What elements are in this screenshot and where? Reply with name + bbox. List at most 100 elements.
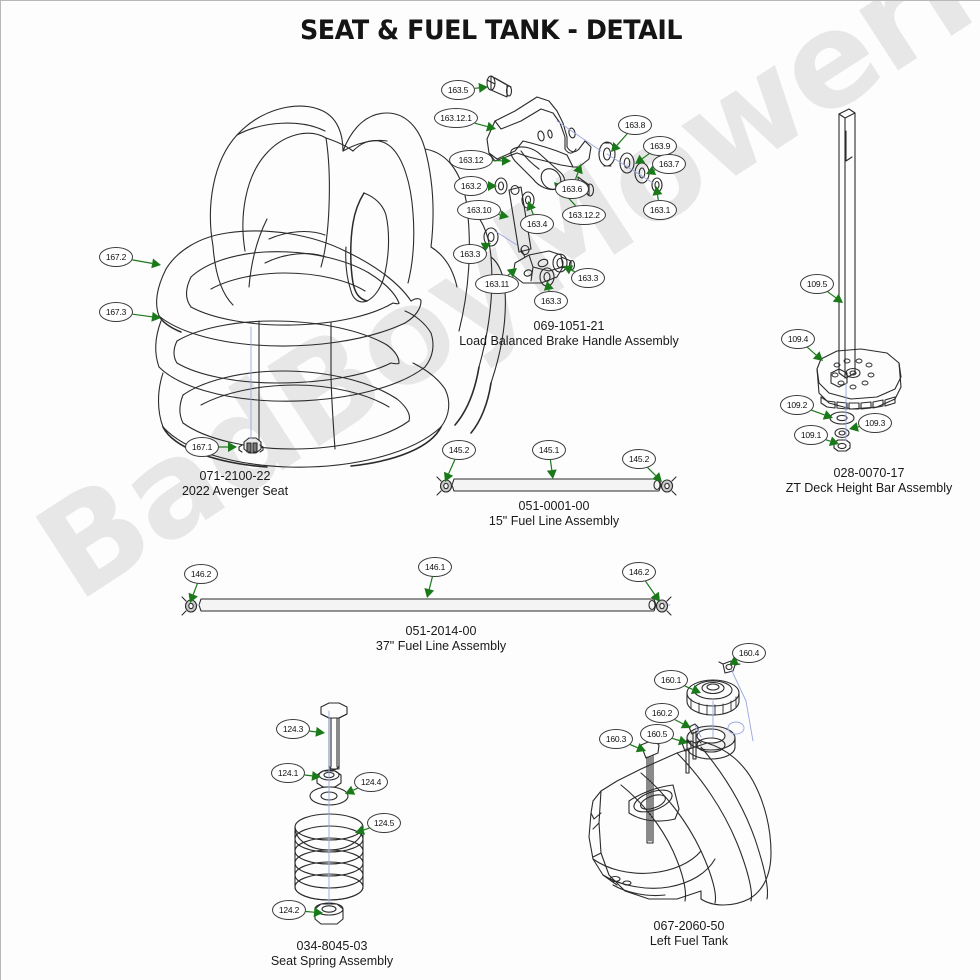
callout-bubble-124-3[interactable]: 124.3: [276, 719, 310, 739]
callout-bubble-163-7[interactable]: 163.7: [652, 154, 686, 174]
callout-bubble-124-2[interactable]: 124.2: [272, 900, 306, 920]
callout-arrowhead: [151, 258, 161, 269]
callout-arrowhead: [311, 771, 321, 781]
callout-arrowhead: [188, 592, 198, 603]
callout-bubble-167-1[interactable]: 167.1: [185, 437, 219, 457]
callout-arrowhead: [355, 825, 366, 835]
fuel-line-37-artwork: [181, 596, 672, 616]
callout-bubble-163-3[interactable]: 163.3: [534, 291, 568, 311]
callout-leader-line: [474, 122, 488, 128]
callout-arrowhead: [506, 268, 517, 278]
callout-bubble-145-2[interactable]: 145.2: [622, 449, 656, 469]
callout-arrowhead: [650, 591, 660, 602]
group-part-number: 069-1051-21: [533, 319, 605, 333]
callout-arrowhead: [690, 684, 701, 694]
callout-bubble-167-2[interactable]: 167.2: [99, 247, 133, 267]
callout-leader-line: [827, 291, 837, 299]
callout-bubble-160-3[interactable]: 160.3: [599, 729, 633, 749]
callout-leader-line: [647, 467, 657, 477]
callout-arrowhead: [822, 410, 833, 420]
callout-bubble-163-4[interactable]: 163.4: [520, 214, 554, 234]
callout-bubble-163-3[interactable]: 163.3: [453, 244, 487, 264]
callout-arrowhead: [488, 181, 497, 191]
fuel-line-15-artwork: [436, 476, 677, 496]
group-part-number: 067-2060-50: [653, 919, 725, 933]
callout-arrowhead: [652, 186, 663, 196]
callout-bubble-160-2[interactable]: 160.2: [645, 703, 679, 723]
group-part-name: Seat Spring Assembly: [270, 954, 394, 968]
callout-arrowhead: [652, 472, 662, 482]
callout-bubble-163-2[interactable]: 163.2: [454, 176, 488, 196]
group-part-number: 051-0001-00: [518, 499, 590, 513]
callout-bubble-163-6[interactable]: 163.6: [555, 179, 589, 199]
callout-bubble-145-2[interactable]: 145.2: [442, 440, 476, 460]
callout-bubble-163-8[interactable]: 163.8: [618, 115, 652, 135]
callout-bubble-124-4[interactable]: 124.4: [354, 772, 388, 792]
callout-leader-line: [448, 459, 456, 475]
callout-arrowhead: [573, 164, 583, 175]
callout-leader-line: [684, 685, 693, 690]
callout-arrowhead: [424, 588, 435, 598]
callout-bubble-109-4[interactable]: 109.4: [781, 329, 815, 349]
group-part-name: 2022 Avenger Seat: [181, 484, 289, 498]
callout-bubble-163-12-1[interactable]: 163.12.1: [434, 108, 478, 128]
callout-bubble-160-5[interactable]: 160.5: [640, 724, 674, 744]
group-part-name: 15" Fuel Line Assembly: [488, 514, 620, 528]
callout-bubble-109-1[interactable]: 109.1: [794, 425, 828, 445]
callout-arrowhead: [678, 735, 688, 746]
callout-arrowhead: [345, 785, 356, 795]
group-part-name: ZT Deck Height Bar Assembly: [785, 481, 953, 495]
callout-arrowhead: [501, 155, 511, 166]
callout-arrowhead: [313, 907, 323, 918]
callout-bubble-109-5[interactable]: 109.5: [800, 274, 834, 294]
callout-leader-line: [428, 576, 433, 590]
callout-arrowhead: [480, 242, 491, 252]
callout-leader-line: [352, 787, 358, 791]
callout-arrowhead: [486, 121, 496, 132]
callout-arrowhead: [444, 471, 454, 482]
callout-arrowhead: [729, 656, 740, 665]
callout-arrowhead: [228, 442, 237, 452]
callout-bubble-163-5[interactable]: 163.5: [441, 80, 475, 100]
callout-arrowhead: [646, 165, 657, 175]
callout-bubble-109-3[interactable]: 109.3: [858, 413, 892, 433]
callout-bubble-124-1[interactable]: 124.1: [271, 763, 305, 783]
left-fuel-tank-artwork: [588, 660, 772, 906]
callout-leader-line: [825, 439, 831, 442]
callout-leader-line: [304, 774, 313, 777]
callout-bubble-146-2[interactable]: 146.2: [184, 564, 218, 584]
callout-leader-line: [807, 346, 817, 356]
callout-bubble-163-3[interactable]: 163.3: [571, 268, 605, 288]
callout-leader-line: [616, 133, 628, 146]
callout-arrowhead: [680, 719, 691, 729]
callout-bubble-124-5[interactable]: 124.5: [367, 813, 401, 833]
callout-bubble-163-10[interactable]: 163.10: [457, 200, 501, 220]
callout-bubble-146-2[interactable]: 146.2: [622, 562, 656, 582]
callout-leader-line: [811, 409, 825, 416]
callout-arrowhead: [611, 142, 621, 152]
group-part-number: 071-2100-22: [199, 469, 271, 483]
callout-bubble-146-1[interactable]: 146.1: [418, 557, 452, 577]
group-part-name: Left Fuel Tank: [649, 934, 729, 948]
callout-leader-line: [674, 719, 684, 725]
callout-bubble-167-3[interactable]: 167.3: [99, 302, 133, 322]
callout-bubble-163-12[interactable]: 163.12: [449, 150, 493, 170]
callout-arrowhead: [812, 351, 823, 361]
group-part-name: 37" Fuel Line Assembly: [375, 639, 507, 653]
callout-bubble-160-4[interactable]: 160.4: [732, 643, 766, 663]
callout-bubble-163-11[interactable]: 163.11: [475, 274, 519, 294]
callout-bubble-163-9[interactable]: 163.9: [643, 136, 677, 156]
group-part-number: 028-0070-17: [833, 466, 905, 480]
callout-leader-line: [309, 730, 317, 733]
callout-bubble-109-2[interactable]: 109.2: [780, 395, 814, 415]
callout-arrowhead: [563, 265, 574, 275]
callout-leader-line: [672, 737, 680, 742]
callout-bubble-145-1[interactable]: 145.1: [532, 440, 566, 460]
callout-bubble-163-1[interactable]: 163.1: [643, 200, 677, 220]
callout-bubble-160-1[interactable]: 160.1: [654, 670, 688, 690]
callout-bubble-163-12-2[interactable]: 163.12.2: [562, 205, 606, 225]
